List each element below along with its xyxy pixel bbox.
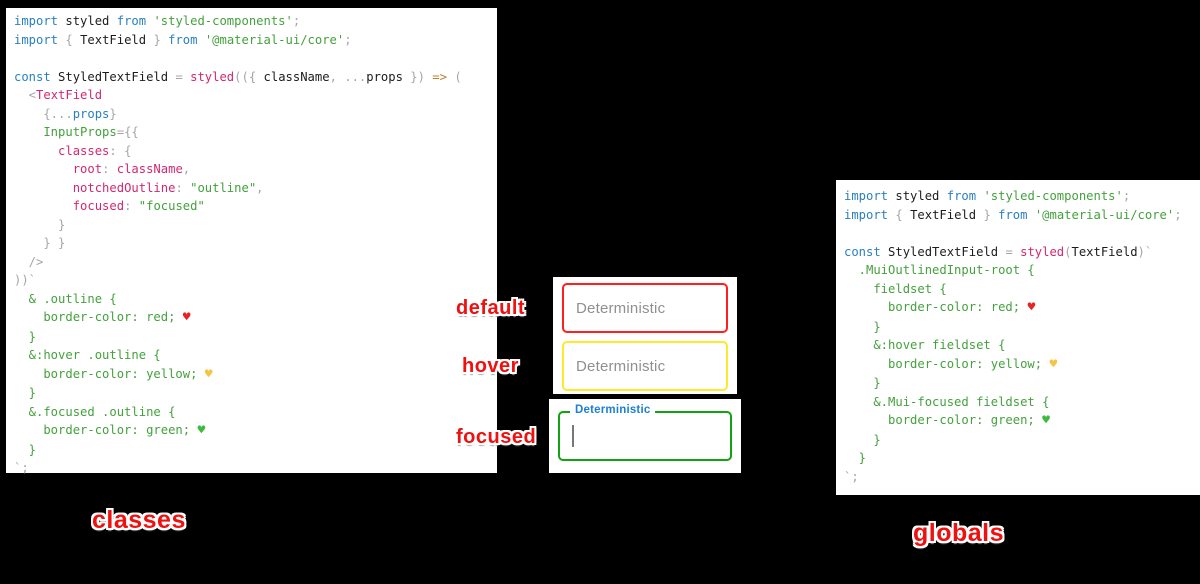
textfield-placeholder: Deterministic (576, 299, 666, 317)
code-line: focused: "focused" (72, 199, 205, 213)
code-line: border-color: red; ♥ (844, 300, 1036, 315)
code-line: } (844, 451, 867, 465)
code-line: } (14, 217, 66, 232)
code-line: border-color: yellow; ♥ (844, 356, 1058, 372)
code-line: classes: { (58, 143, 132, 158)
textfield-placeholder: Deterministic (576, 357, 666, 375)
code-line: border-color: yellow; ♥ (14, 366, 213, 382)
code-line: border-color: green; ♥ (14, 423, 206, 438)
textfield-default-state[interactable]: Deterministic (562, 283, 728, 333)
annotation-default: default (456, 297, 526, 319)
textfield-focused-panel: Deterministic (549, 399, 741, 473)
annotation-hover: hover (462, 355, 519, 377)
code-line: root: className, (72, 162, 191, 176)
code-line: fieldset { (844, 281, 947, 296)
textfield-hover-state[interactable]: Deterministic (562, 341, 728, 391)
code-line: } (844, 432, 881, 447)
right-code-panel: import styled from 'styled-components'; i… (836, 180, 1200, 495)
code-line: border-color: green; ♥ (844, 413, 1050, 428)
code-line: } (14, 442, 37, 457)
code-line: `; (14, 461, 29, 475)
annotation-focused: focused (456, 426, 537, 448)
code-line: &:hover .outline { (14, 348, 161, 362)
code-line: & .outline { (14, 291, 117, 306)
code-line: ))` (14, 273, 37, 287)
caption-classes: classes (92, 506, 186, 534)
textfield-focused-state[interactable]: Deterministic (558, 404, 732, 461)
code-line: } } (14, 236, 66, 250)
code-line: } (844, 376, 881, 390)
code-line (14, 49, 497, 68)
code-line: /> (14, 254, 44, 269)
textfield-floating-label: Deterministic (570, 404, 656, 416)
code-line: } (14, 329, 37, 344)
code-line: &.focused .outline { (14, 404, 176, 419)
code-line: const StyledTextField = styled(TextField… (844, 244, 1153, 259)
left-code-panel: import styled from 'styled-components'; i… (6, 8, 497, 475)
code-line: const StyledTextField = styled(({ classN… (14, 69, 462, 84)
textfield-demo-panel: Deterministic Deterministic (553, 277, 737, 394)
code-line: &:hover fieldset { (844, 338, 1006, 352)
code-line: notchedOutline: "outline", (72, 180, 264, 195)
code-line: <TextField (14, 88, 103, 102)
code-line: .MuiOutlinedInput-root { (844, 263, 1035, 277)
code-line: import { TextField } from '@material-ui/… (14, 32, 352, 47)
code-line: import styled from 'styled-components'; (14, 14, 301, 28)
code-line: {...props} (14, 106, 117, 121)
code-line: } (14, 386, 37, 400)
code-line: } (844, 319, 881, 334)
code-line: `; (844, 469, 859, 484)
code-line: import styled from 'styled-components'; (844, 189, 1131, 203)
caption-globals: globals (913, 519, 1005, 547)
code-line: &.Mui-focused fieldset { (844, 394, 1050, 409)
text-cursor (572, 425, 574, 447)
code-line: border-color: red; ♥ (14, 310, 191, 325)
code-line: import { TextField } from '@material-ui/… (844, 207, 1182, 222)
code-line (844, 224, 1200, 243)
code-line: InputProps={{ (14, 125, 139, 139)
